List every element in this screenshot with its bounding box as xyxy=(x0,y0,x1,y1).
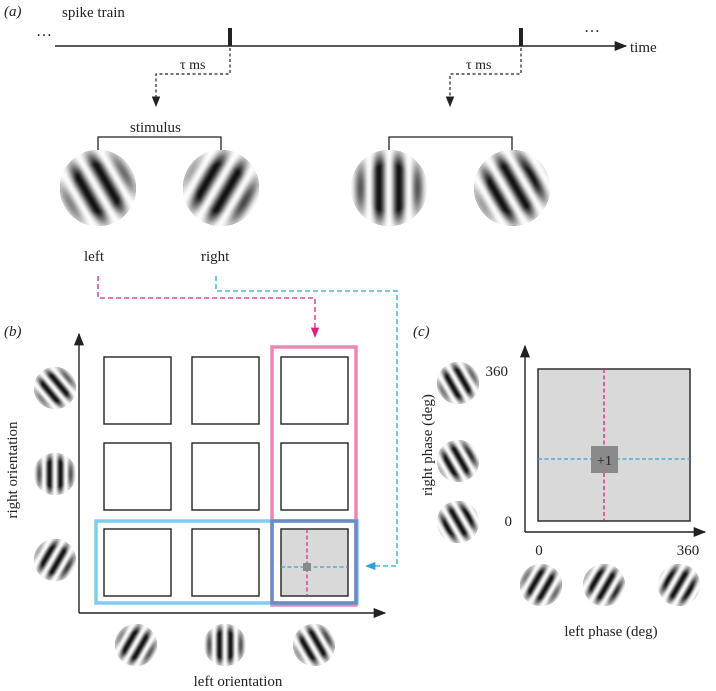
tau-arrow-2 xyxy=(445,48,522,108)
x-tick-360: 360 xyxy=(677,543,700,559)
matrix-cell xyxy=(191,356,260,425)
phase-histogram xyxy=(537,368,691,522)
spike-2 xyxy=(519,28,523,46)
right-connector-arrow xyxy=(215,276,398,571)
increment-label: +1 xyxy=(597,454,612,469)
increment-bin xyxy=(591,446,618,473)
panel-c-label: (c) xyxy=(413,324,430,340)
time-label: time xyxy=(630,40,657,56)
cell-increment-marker xyxy=(303,563,311,571)
right-label: right xyxy=(201,249,230,265)
matrix-cell-active xyxy=(280,528,349,597)
panel-b-label: (b) xyxy=(4,324,22,340)
grating-stimulus-right-2 xyxy=(474,150,550,226)
matrix-cell xyxy=(103,356,172,425)
spike-1 xyxy=(228,28,232,46)
stimulus-bracket-2 xyxy=(388,136,513,150)
right-phase-grating-2 xyxy=(437,440,479,482)
x-tick-0: 0 xyxy=(535,543,543,559)
matrix-cell xyxy=(103,442,172,511)
right-phase-grating-1 xyxy=(437,362,479,404)
left-highlight-column xyxy=(270,345,358,607)
left-phase-grating-2 xyxy=(583,564,625,606)
grating-stimulus-right-1 xyxy=(183,150,259,226)
left-orientation-grating-3 xyxy=(293,624,335,666)
left-phase-label: left phase (deg) xyxy=(564,624,657,640)
tau-arrow-1 xyxy=(151,48,231,108)
tau-label-1: τ ms xyxy=(180,58,205,73)
matrix-cell xyxy=(280,442,349,511)
right-orientation-label: right orientation xyxy=(5,421,21,519)
left-phase-grating-3 xyxy=(658,564,700,606)
spike-train-label: spike train xyxy=(62,5,125,21)
highlight-overlap xyxy=(270,519,358,605)
left-orientation-grating-2 xyxy=(204,624,246,666)
stimulus-label: stimulus xyxy=(130,120,181,136)
left-orientation-grating-1 xyxy=(115,624,157,666)
matrix-cell xyxy=(103,528,172,597)
ellipsis-right: … xyxy=(584,19,600,36)
matrix-cell xyxy=(191,528,260,597)
tau-label-2: τ ms xyxy=(466,58,491,73)
left-phase-grating-1 xyxy=(520,564,562,606)
right-phase-grating-3 xyxy=(437,501,479,543)
right-orientation-grating-1 xyxy=(34,367,76,409)
grating-stimulus-left-2 xyxy=(351,150,427,226)
left-orientation-label: left orientation xyxy=(194,674,283,690)
right-orientation-grating-2 xyxy=(34,453,76,495)
left-connector-arrow xyxy=(97,276,320,339)
matrix-cell xyxy=(280,356,349,425)
matrix-cell xyxy=(191,442,260,511)
y-tick-0: 0 xyxy=(505,514,513,530)
ellipsis-left: … xyxy=(36,23,52,40)
panel-a-label: (a) xyxy=(4,4,22,20)
left-label: left xyxy=(84,249,105,265)
grating-stimulus-left-1 xyxy=(60,150,136,226)
stimulus-bracket-1 xyxy=(97,136,222,150)
right-orientation-grating-3 xyxy=(34,539,76,581)
y-tick-360: 360 xyxy=(486,364,509,380)
right-phase-label: right phase (deg) xyxy=(420,394,436,496)
